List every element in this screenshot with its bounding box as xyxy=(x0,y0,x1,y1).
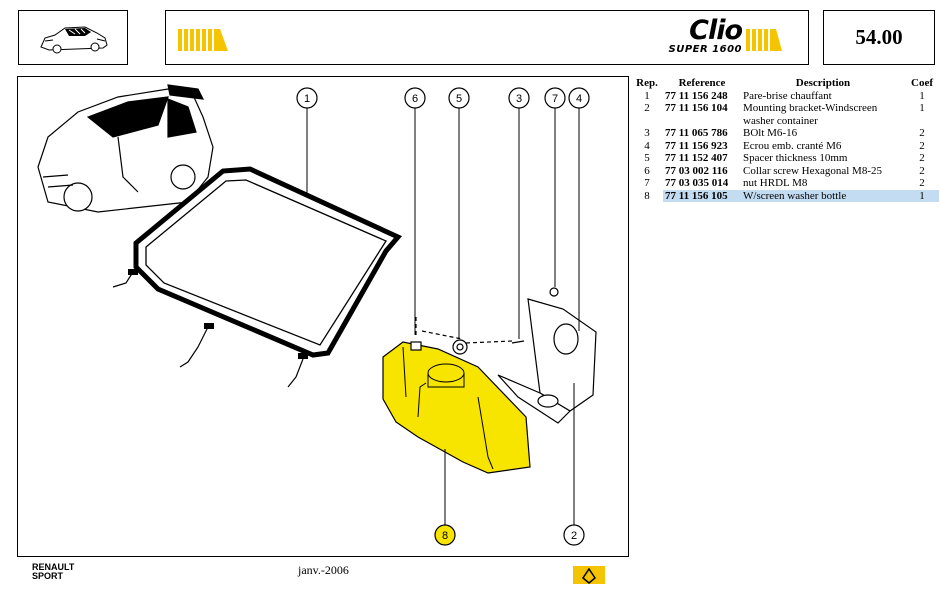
cell-description: W/screen washer bottle xyxy=(741,189,905,202)
washer-bottle-part xyxy=(382,341,531,474)
callout-label: 3 xyxy=(516,93,522,105)
table-row[interactable]: 5 77 11 152 407 Spacer thickness 10mm 2 xyxy=(631,152,939,165)
callout-label: 4 xyxy=(576,93,582,105)
cell-description: Spacer thickness 10mm xyxy=(743,152,848,164)
callout-circle xyxy=(568,87,590,109)
cell-reference: 77 11 156 923 xyxy=(665,139,728,152)
callout-circle xyxy=(563,524,585,546)
brand-stripe-icon xyxy=(746,29,782,51)
callout-label: 5 xyxy=(456,93,462,105)
callout-2[interactable]: 2 xyxy=(563,524,585,546)
cell-rep: 5 xyxy=(644,152,650,164)
cell-coef: 2 xyxy=(919,164,925,177)
cell-rep: 3 xyxy=(644,127,650,139)
table-row[interactable]: 2 77 11 156 104 Mounting bracket-Windscree… xyxy=(631,102,939,127)
cell-reference: 77 11 156 248 xyxy=(665,89,728,102)
callout-circle xyxy=(404,87,426,109)
table-row[interactable]: 4 77 11 156 923 Ecrou emb. cranté M6 2 xyxy=(631,140,939,153)
callout-4[interactable]: 4 xyxy=(568,87,590,109)
car-thumbnail-icon xyxy=(40,26,108,54)
cell-coef: 2 xyxy=(919,139,925,152)
callout-1[interactable]: 1 xyxy=(296,87,318,109)
brand-name: Clio xyxy=(689,15,743,46)
cell-description: BOlt M6-16 xyxy=(743,127,798,139)
column-header-description: Description xyxy=(795,77,851,89)
callout-label: 2 xyxy=(571,530,577,542)
cell-coef: 1 xyxy=(919,89,925,102)
callout-label: 1 xyxy=(304,93,310,105)
cell-reference: 77 03 002 116 xyxy=(665,164,728,177)
callout-6[interactable]: 6 xyxy=(404,87,426,109)
cell-description: Mounting bracket-Windscreen washer conta… xyxy=(743,102,878,127)
callout-label: 6 xyxy=(412,93,418,105)
callout-circle xyxy=(296,87,318,109)
page-number-box: 54.00 xyxy=(823,10,935,65)
cell-coef: 2 xyxy=(919,152,925,164)
cell-description: Collar screw Hexagonal M8-25 xyxy=(743,164,882,177)
footer-brand: RENAULT SPORT xyxy=(32,563,74,581)
diagram-canvas: 1 6 5 3 7 4 8 2 xyxy=(37,84,597,546)
cell-rep: 2 xyxy=(644,102,650,114)
cell-reference: 77 11 156 104 xyxy=(665,102,728,114)
cell-description: Pare-brise chauffant xyxy=(743,89,832,102)
cell-rep: 7 xyxy=(644,177,650,189)
column-header-reference: Reference xyxy=(678,77,726,89)
table-header-row: Rep. Reference Description Coef xyxy=(631,77,939,90)
table-row[interactable]: 6 77 03 002 116 Collar screw Hexagonal M8-… xyxy=(631,165,939,178)
cell-rep: 1 xyxy=(644,89,650,102)
callout-5[interactable]: 5 xyxy=(448,87,470,109)
cell-rep: 4 xyxy=(644,139,650,152)
cell-description: Ecrou emb. cranté M6 xyxy=(743,139,842,152)
cell-coef: 2 xyxy=(919,127,925,139)
cell-reference: 77 11 065 786 xyxy=(665,127,728,139)
cell-rep: 8 xyxy=(644,189,650,202)
cell-coef: 2 xyxy=(919,177,925,189)
table-row[interactable]: 7 77 03 035 014 nut HRDL M8 2 xyxy=(631,177,939,190)
callout-7[interactable]: 7 xyxy=(544,87,566,109)
fasteners xyxy=(410,287,559,355)
brand-subtitle: SUPER 1600 xyxy=(668,44,742,55)
footer-date: janv.-2006 xyxy=(298,563,349,577)
cell-coef: 1 xyxy=(919,102,925,114)
car-thumbnail-box xyxy=(18,10,128,65)
callout-circle xyxy=(544,87,566,109)
footer-brand-line1: RENAULT xyxy=(32,562,75,572)
cell-reference: 77 03 035 014 xyxy=(665,177,729,189)
column-header-coef: Coef xyxy=(911,77,933,89)
footer-brand-line2: SPORT xyxy=(32,571,64,581)
callout-8[interactable]: 8 xyxy=(434,524,456,546)
callout-circle xyxy=(448,87,470,109)
column-header-rep: Rep. xyxy=(636,77,658,89)
callout-circle xyxy=(434,524,456,546)
table-row[interactable]: 1 77 11 156 248 Pare-brise chauffant 1 xyxy=(631,90,939,103)
cell-reference: 77 11 152 407 xyxy=(665,152,728,164)
callout-label: 7 xyxy=(552,93,558,105)
exploded-diagram: 1 6 5 3 7 4 8 2 xyxy=(17,76,629,557)
car-illustration xyxy=(37,84,214,213)
cell-reference: 77 11 156 105 xyxy=(663,189,741,202)
parts-table: Rep. Reference Description Coef 1 77 11 1… xyxy=(631,77,939,202)
renault-logo-icon xyxy=(573,566,605,584)
windscreen-part xyxy=(112,166,403,388)
cell-description: nut HRDL M8 xyxy=(743,177,808,189)
cell-rep: 6 xyxy=(644,164,650,177)
callouts-layer: 1 6 5 3 7 4 8 2 xyxy=(296,87,590,546)
table-row[interactable]: 3 77 11 065 786 BOlt M6-16 2 xyxy=(631,127,939,140)
title-banner: Clio SUPER 1600 xyxy=(165,10,809,65)
stripe-logo-icon xyxy=(178,29,228,51)
callout-3[interactable]: 3 xyxy=(508,87,530,109)
page-number: 54.00 xyxy=(855,25,903,49)
cell-coef: 1 xyxy=(905,189,939,202)
callout-circle xyxy=(508,87,530,109)
callout-label: 8 xyxy=(442,530,448,542)
